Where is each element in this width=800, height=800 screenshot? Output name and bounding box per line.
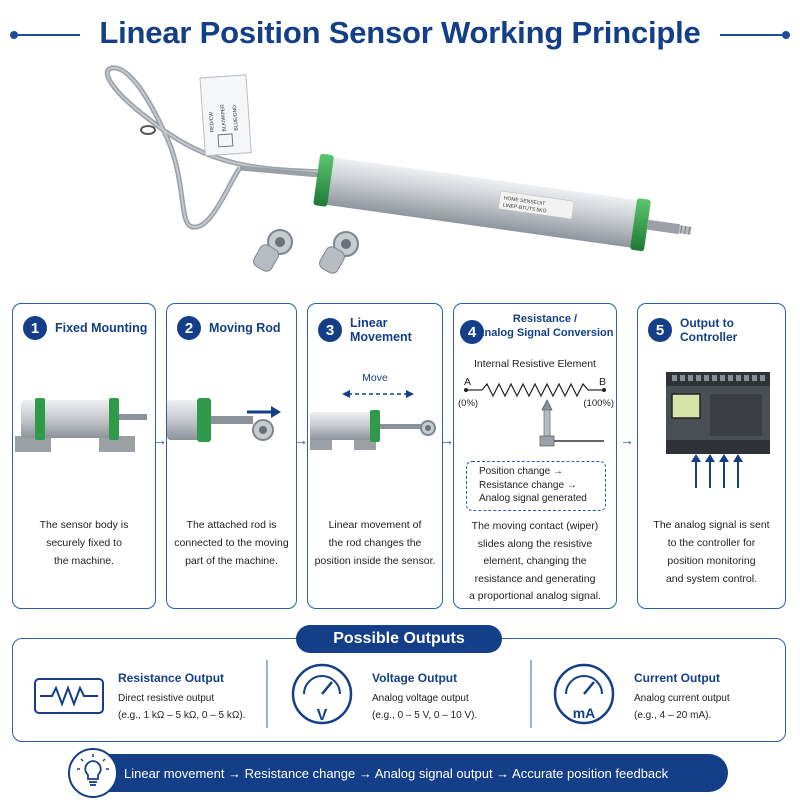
chain-step-3: Analog signal generated	[479, 493, 587, 504]
summary-banner: Linear movement → Resistance change → An…	[74, 754, 728, 792]
title-dot-left	[10, 31, 18, 39]
pct-a-label: (0%)	[458, 398, 479, 409]
sensor-body: HOME SENSEOIT LINEP-BTUTS 5KO	[313, 153, 692, 252]
resistance-output-title: Resistance Output	[118, 671, 225, 685]
current-output-desc: Analog current output(e.g., 4 – 20 mA).	[634, 693, 730, 721]
ammeter-icon-text: mA	[573, 705, 596, 721]
end-a-label: A	[464, 376, 472, 388]
body-label-1: HOME SENSEOIT	[503, 195, 545, 207]
outputs-divider-2	[530, 660, 532, 728]
step-4-description: The moving contact (wiper)slides along t…	[469, 520, 601, 602]
lightbulb-icon	[68, 748, 118, 798]
step-1-number: 1	[23, 316, 47, 340]
chain-step-2: Resistance change →	[479, 479, 577, 491]
ammeter-icon: mA	[553, 663, 615, 725]
step-2-number: 2	[177, 316, 201, 340]
step-3-title: Linear Movement	[350, 316, 412, 344]
step-5-card: 5 Output to Controller The analog signal…	[637, 303, 786, 609]
signal-chain-box: Position change → Resistance change → An…	[466, 461, 606, 511]
outputs-divider-1	[266, 660, 268, 728]
cable-tag: RED/CW BLK/WIPER BLUE/GND	[199, 74, 252, 157]
step-4-card: 4 Resistance /Analog Signal Conversion I…	[453, 303, 617, 609]
sensor-product-image: RED/CW BLK/WIPER BLUE/GND HOME SENSEOIT …	[104, 65, 692, 274]
linear-movement-illustration	[310, 390, 436, 450]
title-line-left	[16, 34, 80, 36]
resistor-wiper-diagram	[464, 382, 606, 447]
tag-line-3: BLUE/GND	[232, 104, 240, 130]
pct-b-label: (100%)	[583, 398, 614, 409]
resistive-element-label: Internal Resistive Element	[474, 358, 596, 370]
step-3-card: 3 Linear Movement Move Linear movement o…	[307, 303, 443, 609]
rod-end-bearing-2	[319, 231, 359, 274]
chain-step-1: Position change →	[479, 466, 563, 477]
step-4-title: Resistance /Analog Signal Conversion	[476, 313, 614, 339]
title-dot-right	[782, 31, 790, 39]
voltage-output-desc: Analog voltage output(e.g., 0 – 5 V, 0 –…	[372, 693, 478, 721]
step-3-number: 3	[318, 318, 342, 342]
end-b-label: B	[598, 376, 606, 388]
voltage-output-title: Voltage Output	[372, 671, 458, 685]
rod-end-bearing-1	[253, 229, 293, 272]
moving-rod-illustration	[167, 398, 281, 442]
fixed-mounting-illustration	[15, 398, 147, 452]
voltmeter-icon: V	[291, 663, 353, 725]
step-5-number: 5	[648, 318, 672, 342]
step-5-title: Output to Controller	[680, 316, 738, 344]
resistor-icon	[34, 678, 104, 714]
move-label: Move	[362, 372, 388, 384]
summary-text: Linear movement → Resistance change → An…	[124, 765, 669, 781]
voltmeter-icon-text: V	[317, 707, 328, 724]
flow-arrow-1: →	[153, 432, 167, 448]
tag-line-2: BLK/WIPER	[220, 104, 228, 132]
step-4-head: 4 Resistance /Analog Signal Conversion	[454, 312, 616, 344]
flow-arrow-2: →	[294, 432, 308, 448]
possible-outputs-heading: Possible Outputs	[296, 625, 502, 653]
controller-illustration	[666, 372, 770, 488]
step-1-title: Fixed Mounting	[55, 321, 148, 335]
tag-line-1: RED/CW	[208, 112, 215, 133]
title-line-right	[720, 34, 784, 36]
flow-arrow-3: →	[440, 432, 454, 448]
current-output-title: Current Output	[634, 671, 720, 685]
step-4-number: 4	[460, 320, 484, 344]
title-bar: Linear Position Sensor Working Principle	[0, 10, 800, 56]
flow-arrow-4: →	[620, 432, 634, 448]
step-2-title: Moving Rod	[209, 321, 281, 335]
resistance-output-desc: Direct resistive output(e.g., 1 kΩ – 5 k…	[118, 693, 246, 721]
page-title: Linear Position Sensor Working Principle	[99, 15, 701, 50]
